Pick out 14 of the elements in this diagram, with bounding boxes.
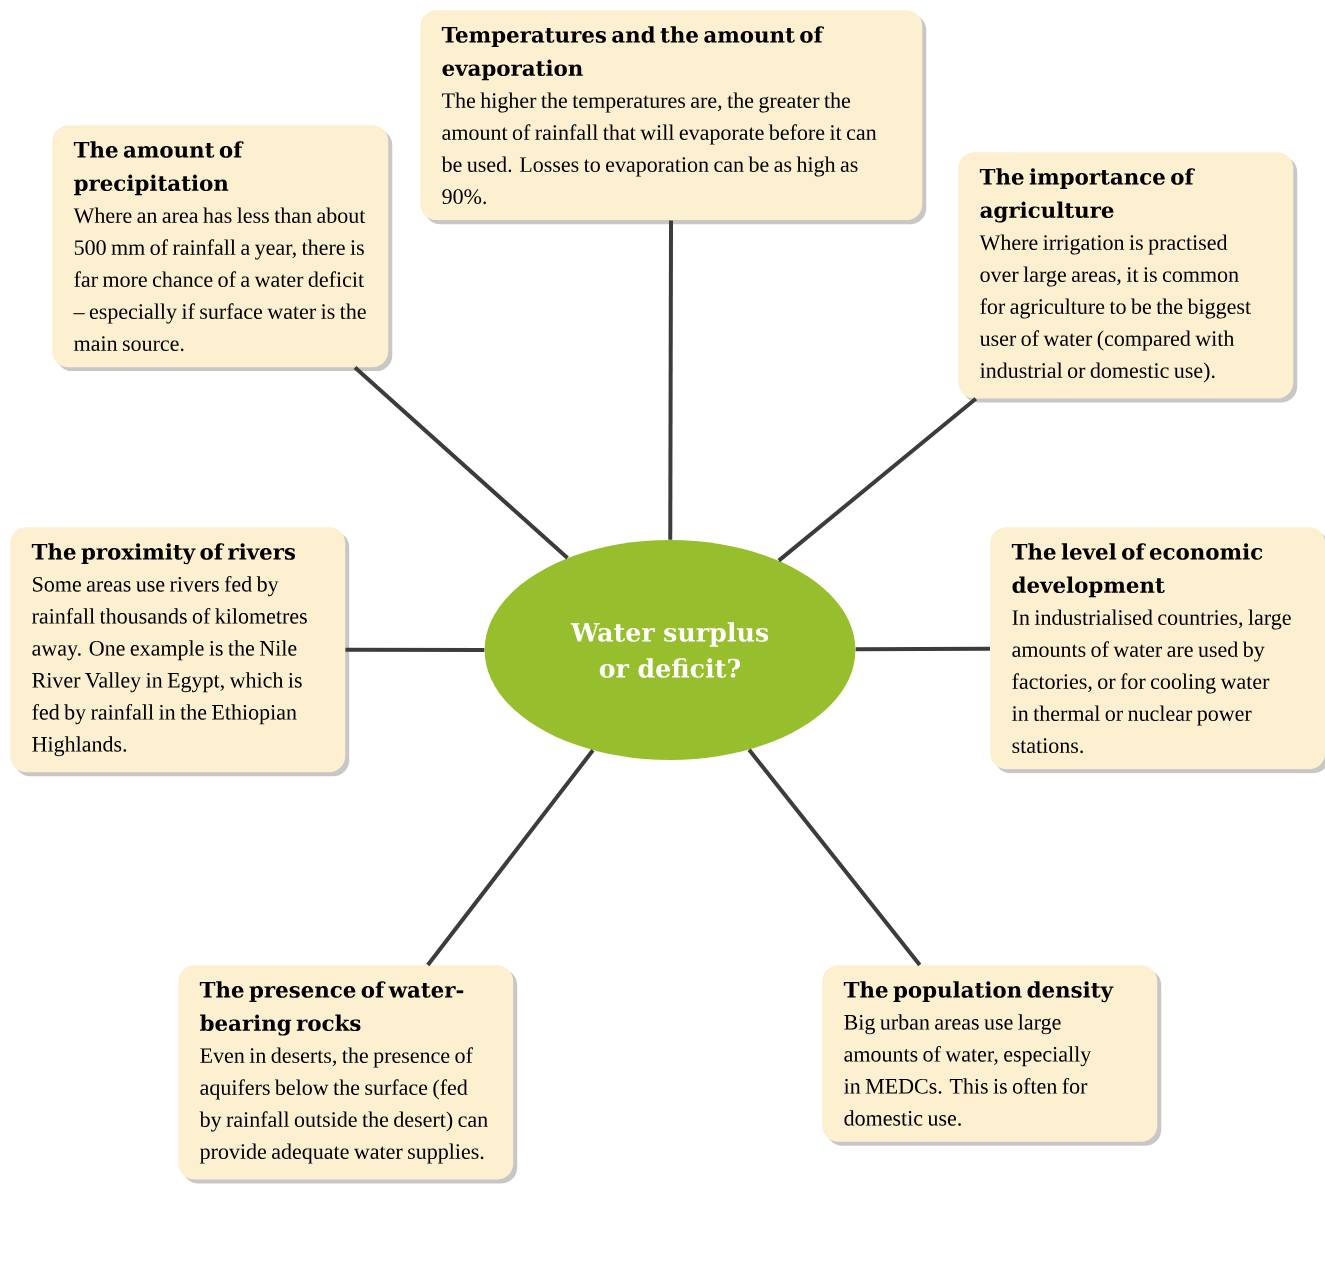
connector-line	[777, 397, 978, 563]
connector-line	[747, 748, 922, 967]
text-box: The level of economic development In industrialised countries, large amounts of water are used by factories, or for cooling water in thermal or nuclear power stations.	[990, 527, 1325, 774]
connector-line	[353, 365, 569, 560]
text-box: The presence of water-bearing rocks Even in deserts, the presence of aquifers below the surface (fed by rainfall outside the desert) can provide adequate water supplies.	[178, 965, 518, 1184]
text-box: Temperatures and the amount of evaporation The higher the temperatures are, the greater the amount of rainfall that will evaporate before it can be used. Losses to evaporation can be as high as 90%.	[420, 10, 927, 225]
text-box: The proximity of rivers Some areas use rivers fed by rainfall thousands of kilometres away. One example is the Nile River Valley in Egypt, which is fed by rainfall in the Ethiopian Highlands.	[10, 527, 350, 777]
text-box: The amount of precipitation Where an area has less than about 500 mm of rainfall a year, there is far more chance of a water deficit – especially if surface water is the main source.	[52, 125, 393, 372]
connector-line	[345, 647, 485, 652]
connector-line	[855, 646, 990, 652]
text-box: The population density Big urban areas use large amounts of water, especially in MEDCs. This is often for domestic use.	[822, 965, 1162, 1146]
text-box: The importance of agriculture Where irrigation is practised over large areas, it is common for agriculture to be the biggest user of water (compared with industrial or domestic use).	[958, 152, 1298, 403]
connector-line	[426, 749, 595, 967]
connector-line	[668, 220, 674, 540]
